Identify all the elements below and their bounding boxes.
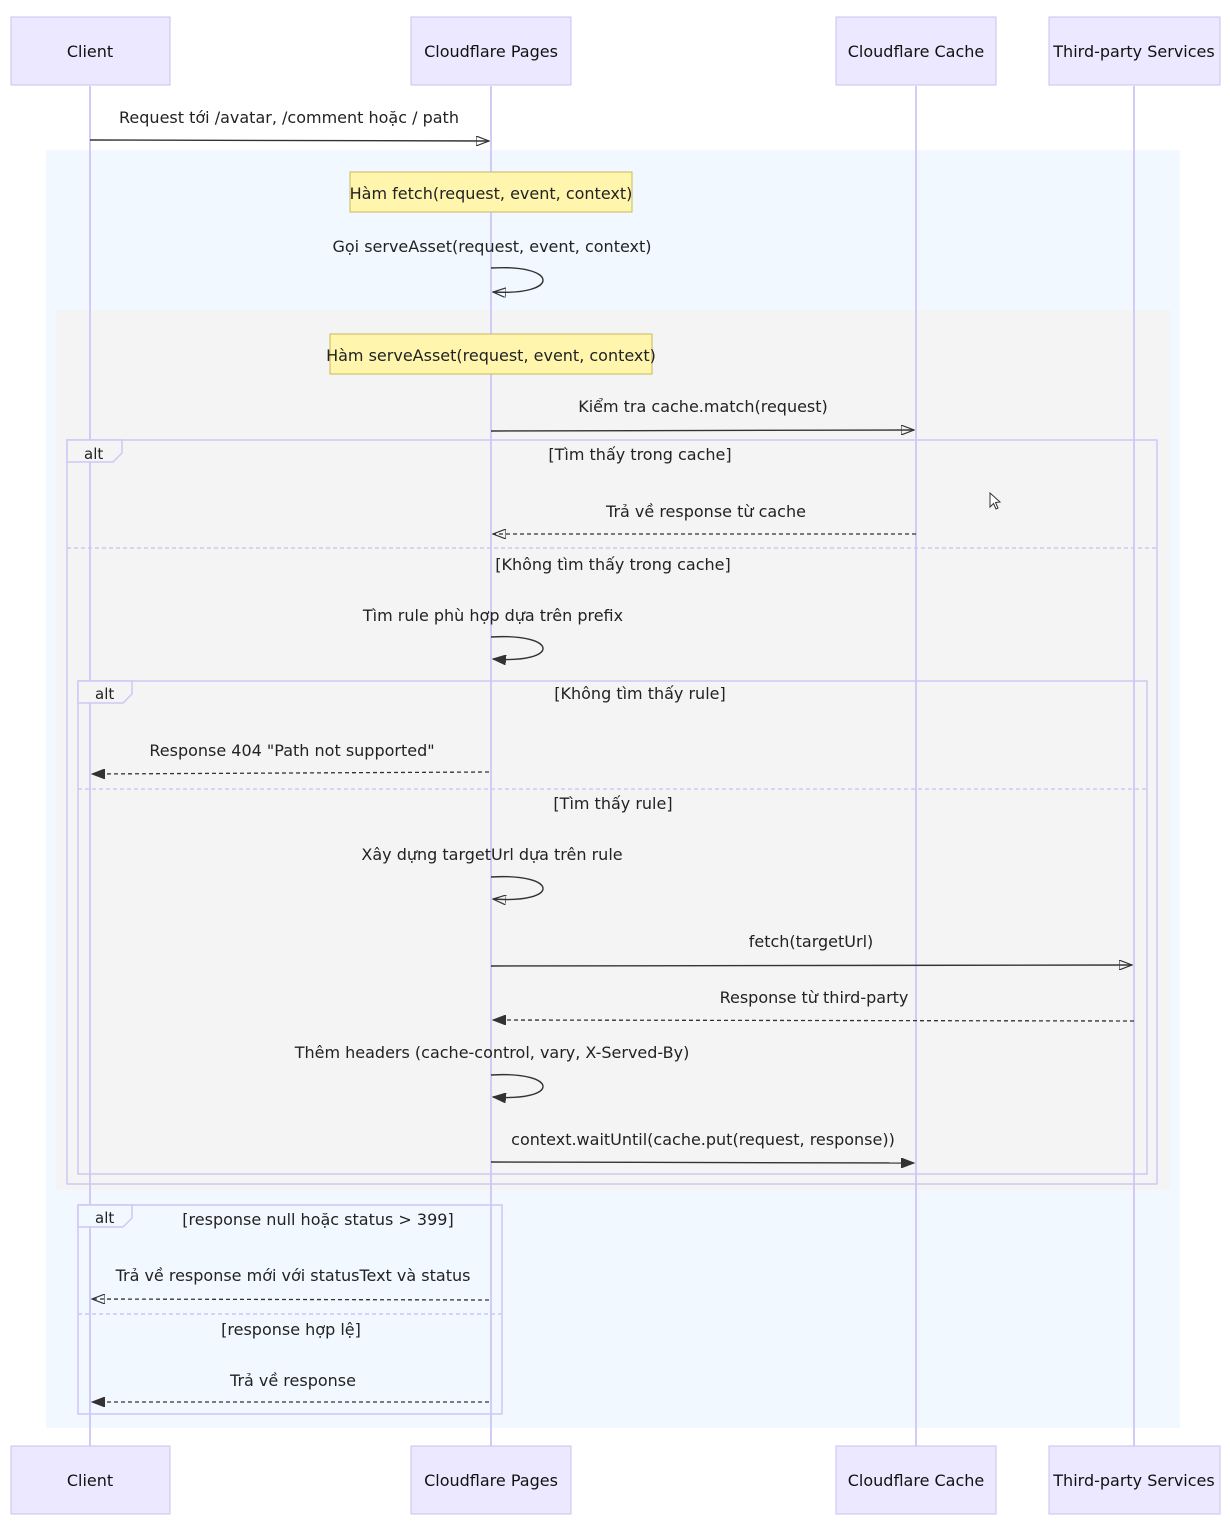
note-serve-asset: Hàm serveAsset(request, event, context) [326, 333, 656, 375]
actor-cache-top: Cloudflare Cache [835, 16, 997, 86]
actor-label: Cloudflare Cache [848, 1471, 985, 1490]
msg-build-url-label: Xây dựng targetUrl dựa trên rule [361, 845, 622, 864]
mouse-cursor-icon [989, 491, 1002, 510]
note-serve-asset-text: Hàm serveAsset(request, event, context) [326, 346, 656, 365]
msg-404-arrow [92, 772, 490, 774]
alt-frame-cache-tag [66, 439, 123, 463]
alt-frame-rule [77, 680, 1148, 1175]
alt-frame-cache [66, 439, 1158, 1185]
cond-cache-not-found: [Không tìm thấy trong cache] [495, 555, 731, 574]
actor-client-top: Client [10, 16, 171, 86]
msg-third-party-response-label: Response từ third-party [720, 988, 909, 1007]
msg-return-response-label: Trả về response [229, 1371, 356, 1390]
alt-frame-response [77, 1204, 503, 1415]
actor-label: Client [67, 42, 113, 61]
actor-label: Third-party Services [1052, 42, 1214, 61]
actor-label: Cloudflare Pages [424, 42, 558, 61]
actor-label: Cloudflare Cache [848, 42, 985, 61]
actor-cache-bottom: Cloudflare Cache [835, 1445, 997, 1515]
msg-call-serve-asset-label: Gọi serveAsset(request, event, context) [332, 237, 651, 256]
msg-find-rule-arrow [490, 635, 544, 660]
cond-response-null: [response null hoặc status > 399] [182, 1210, 453, 1229]
alt-frame-response-tag [77, 1204, 133, 1228]
msg-build-url-arrow [490, 875, 544, 900]
actor-pages-bottom: Cloudflare Pages [410, 1445, 572, 1515]
alt-frame-response-label: alt [95, 1209, 114, 1227]
cond-rule-not-found: [Không tìm thấy rule] [554, 684, 725, 703]
msg-fetch-target-arrow [490, 965, 1132, 966]
actor-client-bottom: Client [10, 1445, 171, 1515]
msg-new-response-arrow [92, 1299, 490, 1300]
msg-cache-put-label: context.waitUntil(cache.put(request, res… [511, 1130, 895, 1149]
msg-cache-match-label: Kiểm tra cache.match(request) [578, 397, 828, 416]
msg-cache-put-arrow [490, 1162, 914, 1163]
alt-frame-rule-tag [77, 680, 133, 704]
actor-label: Client [67, 1471, 113, 1490]
msg-cache-response-label: Trả về response từ cache [605, 502, 806, 521]
actor-third-party-bottom: Third-party Services [1048, 1445, 1221, 1515]
alt-frame-rule-label: alt [95, 685, 114, 703]
cond-rule-found: [Tìm thấy rule] [553, 794, 672, 813]
actor-third-party-top: Third-party Services [1048, 16, 1221, 86]
note-fetch: Hàm fetch(request, event, context) [349, 171, 633, 213]
msg-find-rule-label: Tìm rule phù hợp dựa trên prefix [362, 606, 623, 625]
cond-response-valid: [response hợp lệ] [221, 1320, 361, 1339]
actor-label: Third-party Services [1052, 1471, 1214, 1490]
serve-asset-region [56, 310, 1170, 1190]
msg-add-headers-arrow [490, 1073, 544, 1098]
msg-add-headers-label: Thêm headers (cache-control, vary, X-Ser… [294, 1043, 690, 1062]
msg-fetch-target-label: fetch(targetUrl) [749, 932, 874, 951]
cond-cache-found: [Tìm thấy trong cache] [548, 445, 731, 464]
msg-call-serve-asset-arrow [490, 266, 544, 293]
msg-request-arrow [89, 140, 489, 141]
msg-third-party-response-arrow [493, 1020, 1135, 1021]
actor-pages-top: Cloudflare Pages [410, 16, 572, 86]
alt-frame-cache-label: alt [84, 445, 103, 463]
actor-label: Cloudflare Pages [424, 1471, 558, 1490]
msg-cache-match-arrow [490, 430, 914, 431]
msg-new-response-label: Trả về response mới với statusText và st… [115, 1266, 471, 1285]
msg-404-label: Response 404 "Path not supported" [149, 741, 434, 760]
msg-request-label: Request tới /avatar, /comment hoặc / pat… [119, 108, 459, 127]
note-fetch-text: Hàm fetch(request, event, context) [350, 184, 633, 203]
